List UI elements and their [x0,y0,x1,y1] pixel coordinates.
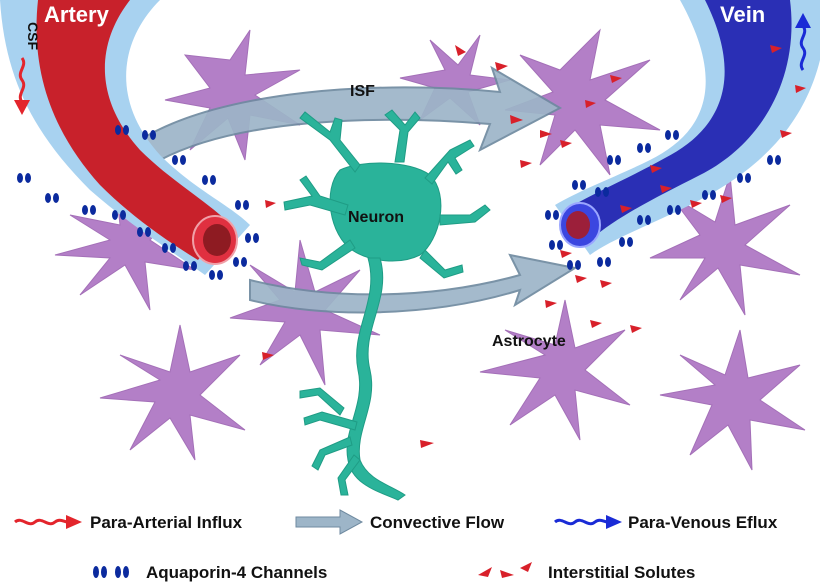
vein-lumen [566,211,590,239]
isf-lower-flow-arrow [249,253,578,314]
legend-interstitial-solutes-label: Interstitial Solutes [548,563,695,582]
convective-flow-arrows [138,65,578,314]
aquaporin-channel-icon [93,566,129,578]
neuron-axon [346,257,406,501]
solute-icon [478,562,532,578]
astrocyte-cell [659,329,806,471]
legend-aquaporin-channels: Aquaporin-4 Channels [93,563,327,582]
astrocyte-cell [99,324,246,461]
legend-convective-flow: Convective Flow [295,509,505,535]
neuron-dendrites [283,109,491,279]
interstitial-solutes [262,45,806,448]
astrocyte-cell [164,29,301,161]
artery-lumen [203,224,231,256]
red-squiggle-arrow-icon [14,518,69,526]
astrocyte-cell [479,299,631,441]
astrocyte-label: Astrocyte [492,333,566,350]
vein-vessel [555,0,820,255]
legend-para-arterial-influx-label: Para-Arterial Influx [90,513,243,532]
neuron-axon-terminals [299,387,361,496]
artery-label: Artery [44,2,110,27]
astrocyte-cells [54,28,806,471]
astrocyte-cell [229,239,381,386]
isf-upper-flow-arrow [138,65,563,162]
legend-para-arterial-influx: Para-Arterial Influx [14,513,243,532]
csf-label: CSF [25,22,41,50]
vein-label: Vein [720,2,765,27]
artery-wall [36,0,228,260]
isf-label: ISF [350,83,375,100]
blue-squiggle-arrow-icon [554,518,609,526]
vein-wall [568,0,792,240]
legend: Para-Arterial Influx Convective Flow Par… [14,509,778,582]
csf-influx-arrow [14,57,30,115]
neuron-cell [283,109,491,501]
legend-para-venous-eflux: Para-Venous Eflux [554,513,778,532]
neuron-label: Neuron [348,209,404,226]
artery-vessel [0,0,250,275]
legend-convective-flow-label: Convective Flow [370,513,505,532]
convective-flow-arrow-icon [295,509,364,535]
legend-interstitial-solutes: Interstitial Solutes [478,562,695,582]
neuron-soma [329,162,442,262]
legend-aquaporin-channels-label: Aquaporin-4 Channels [146,563,327,582]
legend-para-venous-eflux-label: Para-Venous Eflux [628,513,778,532]
vein-efflux-arrow [795,13,811,71]
aquaporin-channels [17,125,781,280]
astrocyte-cell [649,174,801,316]
